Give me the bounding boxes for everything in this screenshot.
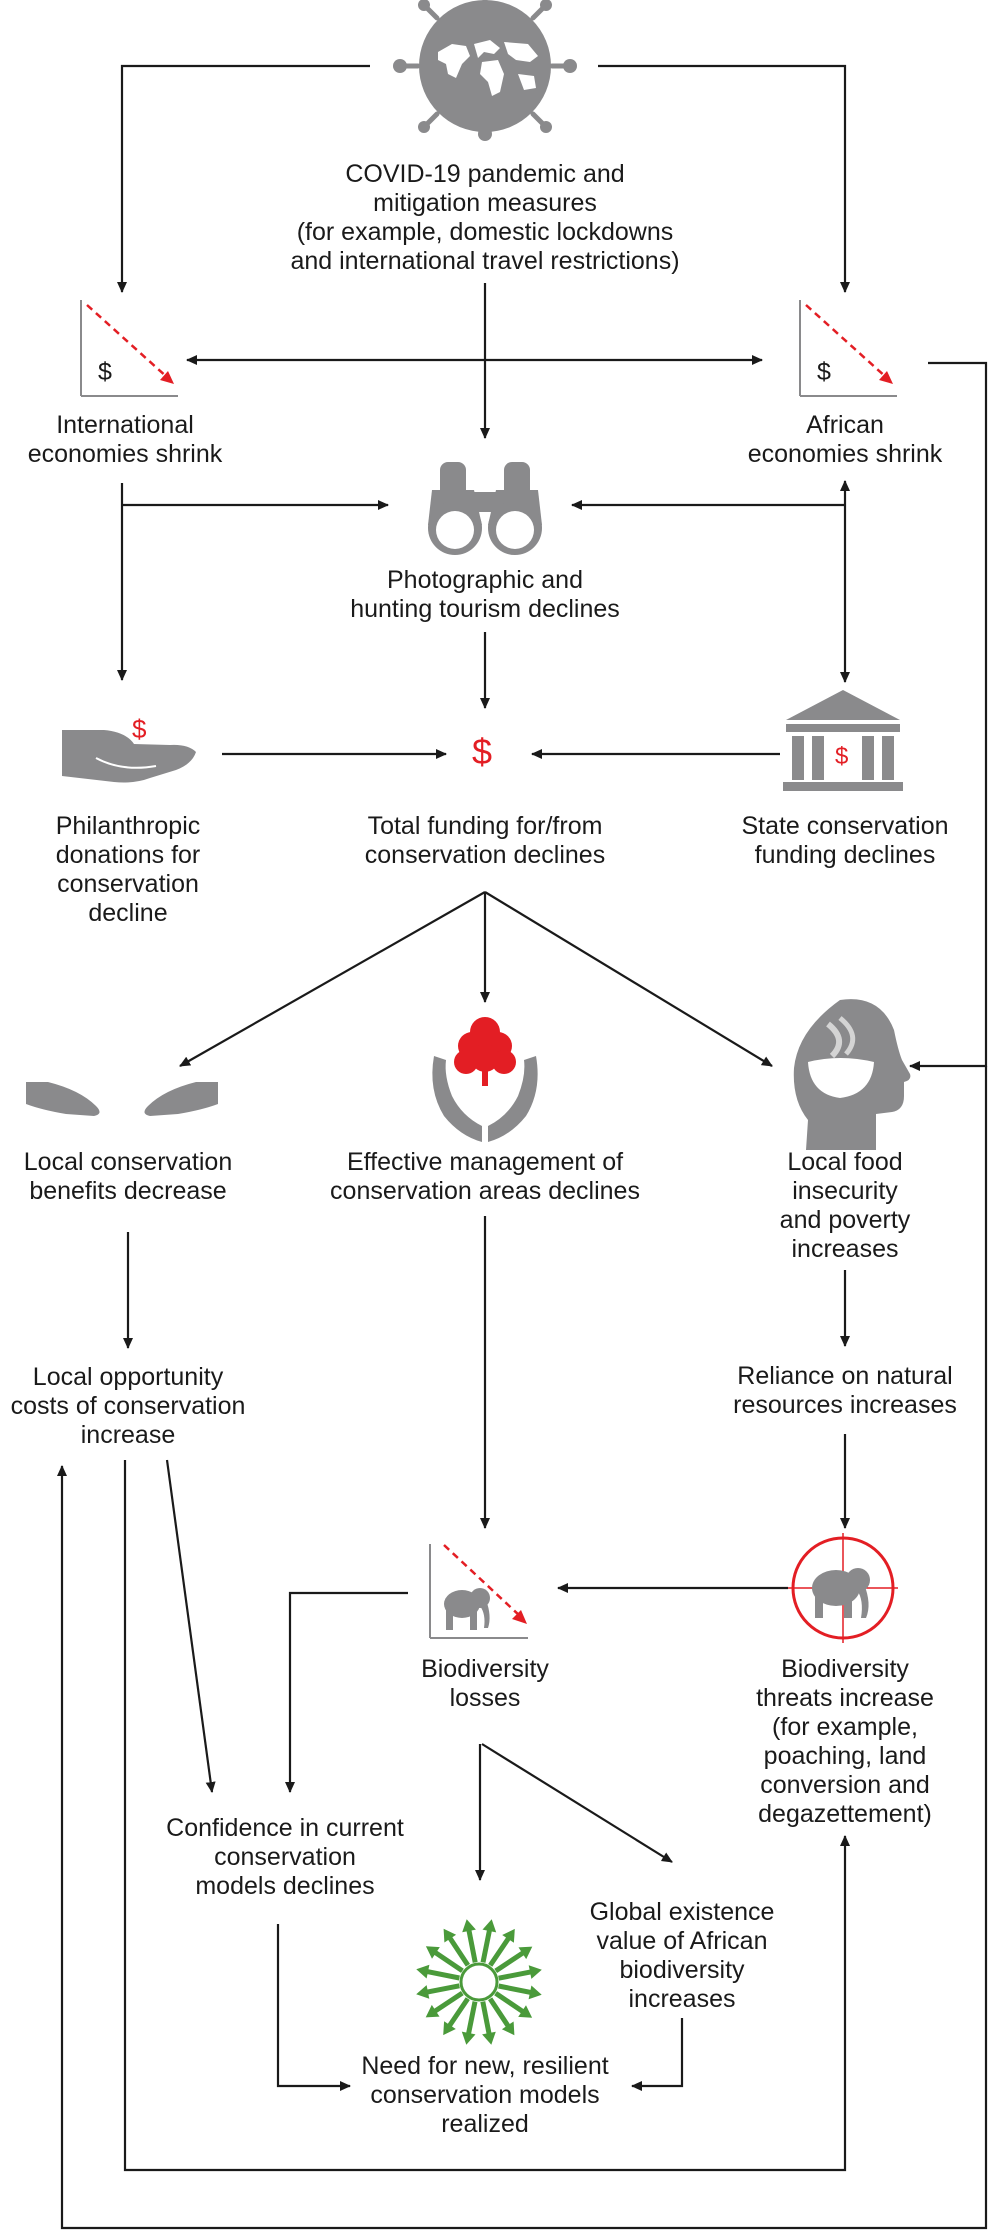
- node-label-line: African: [806, 411, 884, 439]
- node-label-line: funding declines: [755, 841, 936, 869]
- node-label-line: Photographic and: [387, 566, 583, 594]
- node-label-line: Philanthropic: [56, 812, 201, 840]
- binoculars-icon: [428, 462, 542, 555]
- node-label-line: losses: [450, 1684, 521, 1712]
- elephant-crosshair-icon: [788, 1533, 898, 1643]
- node-label-line: Biodiversity: [781, 1655, 909, 1683]
- node-label-line: Need for new, resilient: [361, 2052, 608, 2080]
- node-label-line: Reliance on natural: [737, 1362, 952, 1390]
- node-label-line: increase: [81, 1421, 176, 1449]
- node-label-line: and international travel restrictions): [290, 247, 679, 275]
- node-label-line: Biodiversity: [421, 1655, 549, 1683]
- node-label-line: increases: [792, 1235, 899, 1263]
- bank-building-icon: $: [783, 690, 903, 791]
- node-label-line: value of African: [597, 1927, 768, 1955]
- dollar-sign: $: [98, 358, 112, 386]
- node-label-line: and poverty: [780, 1206, 911, 1234]
- dollar-sign: $: [835, 743, 848, 770]
- node-label-line: poaching, land: [764, 1742, 927, 1770]
- node-label-line: Global existence: [590, 1898, 775, 1926]
- node-label-line: Effective management of: [347, 1148, 623, 1176]
- node-label-line: costs of conservation: [11, 1392, 246, 1420]
- node-label-line: conservation: [57, 870, 199, 898]
- node-label-line: biodiversity: [619, 1956, 745, 1984]
- declining-economy-icon: $: [80, 300, 178, 397]
- node-label-line: resources increases: [733, 1391, 957, 1419]
- node-label-line: degazettement): [758, 1800, 932, 1828]
- node-label-line: Confidence in current: [166, 1814, 404, 1842]
- tree-in-hands-icon: [432, 1017, 538, 1142]
- node-label-line: insecurity: [792, 1177, 898, 1205]
- node-label-line: models declines: [195, 1872, 374, 1900]
- arrows-burst-icon: [416, 1919, 542, 2045]
- node-label-line: (for example, domestic lockdowns: [297, 218, 674, 246]
- node-label-line: conservation: [214, 1843, 356, 1871]
- head-profile-icon: [793, 999, 911, 1150]
- open-hands-icon: [26, 1082, 218, 1116]
- node-label-line: threats increase: [756, 1684, 934, 1712]
- dollar-sign: $: [817, 358, 831, 386]
- node-label-line: conservation areas declines: [330, 1177, 640, 1205]
- node-label-line: conversion and: [760, 1771, 930, 1799]
- node-label-line: donations for: [56, 841, 201, 869]
- node-label-line: conservation models: [370, 2081, 599, 2109]
- declining-economy-icon: $: [799, 300, 897, 397]
- node-label-line: International: [56, 411, 194, 439]
- node-label-line: Local conservation: [24, 1148, 232, 1176]
- virus-globe-icon: [393, 0, 577, 141]
- node-label-line: Local food: [787, 1148, 902, 1176]
- node-label-line: increases: [629, 1985, 736, 2013]
- node-label-line: COVID-19 pandemic and: [345, 160, 624, 188]
- node-label-line: Total funding for/from: [368, 812, 603, 840]
- node-label-line: hunting tourism declines: [350, 595, 620, 623]
- node-label-line: decline: [88, 899, 167, 927]
- giving-hand-icon: $: [62, 714, 196, 783]
- node-label-line: economies shrink: [28, 440, 223, 468]
- node-label-line: mitigation measures: [373, 189, 597, 217]
- connector-arrows: [57, 64, 988, 2230]
- node-label-line: economies shrink: [748, 440, 943, 468]
- dollar-sign: $: [132, 714, 147, 744]
- node-label-line: benefits decrease: [29, 1177, 226, 1205]
- node-label-line: Local opportunity: [33, 1363, 224, 1391]
- dollar-icon: $: [472, 731, 492, 772]
- node-label-line: (for example,: [772, 1713, 918, 1741]
- node-label-line: conservation declines: [365, 841, 605, 869]
- node-label-line: State conservation: [741, 812, 948, 840]
- elephant-decline-icon: [429, 1544, 528, 1639]
- node-label-line: realized: [441, 2110, 529, 2138]
